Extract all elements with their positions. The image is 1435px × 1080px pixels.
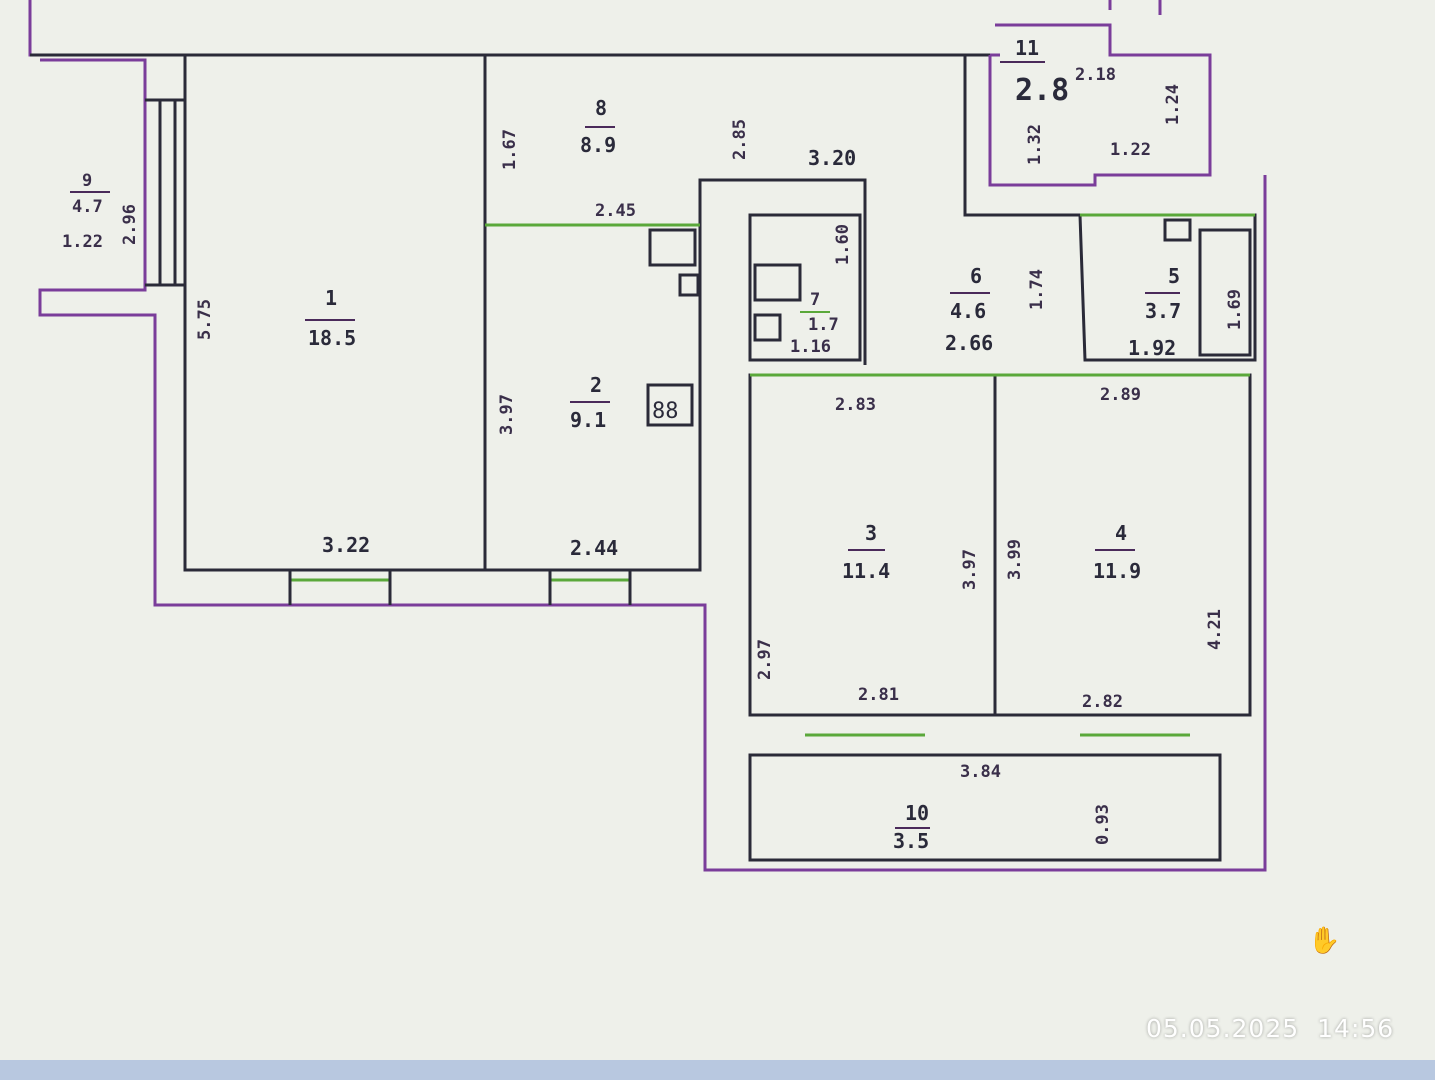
room-area: 3.7 (1145, 299, 1181, 323)
room-number: 8 (595, 96, 607, 120)
room-8: 8 8.9 1.67 2.45 2.85 (500, 96, 750, 221)
room-dim: 2.45 (595, 201, 636, 221)
room-area: 4.7 (72, 197, 103, 217)
room-dim: 2.85 (730, 119, 750, 160)
room-dim: 2.66 (945, 331, 993, 355)
room-number: 2 (590, 373, 602, 397)
room-area: 11.9 (1093, 559, 1141, 583)
room-11: 11 2.8 2.18 1.22 1.32 1.24 (1000, 36, 1183, 165)
washbasin-icon (1163, 218, 1192, 242)
room-4: 4 11.9 2.89 3.99 4.21 2.82 (1005, 385, 1225, 712)
room-dim: 1.92 (1128, 336, 1176, 360)
room-number: 5 (1168, 264, 1180, 288)
room-dim: 2.83 (835, 395, 876, 415)
room-7: 7 1.7 1.16 1.60 (790, 224, 853, 357)
room-number: 9 (82, 171, 92, 191)
room-dim: 1.16 (790, 337, 831, 357)
room-area: 3.5 (893, 829, 929, 853)
room-dim: 1.22 (1110, 140, 1151, 160)
stove-label: 88 (652, 399, 679, 424)
room-area: 2.8 (1015, 73, 1069, 108)
room-dim: 0.93 (1093, 804, 1113, 845)
room-10: 10 3.5 3.84 0.93 (893, 762, 1113, 853)
walls (28, 0, 1267, 872)
room-dim: 1.60 (833, 224, 853, 265)
room-number: 1 (325, 286, 337, 310)
room-area: 18.5 (308, 326, 356, 350)
room-dim: 3.97 (497, 394, 517, 435)
room-dim: 1.69 (1225, 289, 1245, 330)
room-dim: 2.89 (1100, 385, 1141, 405)
room-dim: 2.96 (120, 204, 140, 245)
room-dim: 1.22 (62, 232, 103, 252)
stove-icon (646, 383, 694, 427)
room-dim: 2.44 (570, 536, 618, 560)
room-area: 11.4 (842, 559, 890, 583)
counter-icon (678, 273, 700, 297)
screen-taskbar (0, 1060, 1435, 1080)
corridor-dim: 3.20 (808, 146, 856, 170)
room-dim: 1.24 (1163, 84, 1183, 125)
room-dim: 2.18 (1075, 65, 1116, 85)
room-dim: 1.32 (1025, 124, 1045, 165)
room-6: 6 4.6 2.66 1.74 (945, 264, 1047, 355)
room-dim: 3.97 (960, 549, 980, 590)
room-number: 10 (905, 801, 929, 825)
timestamp-date: 05.05.2025 (1146, 1014, 1300, 1043)
timestamp-time: 14:56 (1317, 1014, 1395, 1043)
room-dim: 3.99 (1005, 539, 1025, 580)
room-number: 4 (1115, 521, 1127, 545)
room-3: 3 11.4 2.83 3.97 2.97 2.81 (755, 395, 980, 705)
room-number: 3 (865, 521, 877, 545)
kitchen-sink-icon (648, 228, 697, 267)
hand-cursor-icon: ✋ (1308, 926, 1341, 956)
fixtures: 88 (646, 218, 1192, 427)
sink-icon (753, 313, 782, 342)
photo-timestamp: 05.05.2025 14:56 (1146, 1014, 1412, 1043)
room-area: 9.1 (570, 408, 606, 432)
room-2: 2 9.1 3.97 2.44 (497, 373, 618, 560)
room-number: 7 (810, 290, 820, 310)
room-dim: 3.22 (322, 533, 370, 557)
room-area: 1.7 (808, 315, 839, 335)
room-dim: 2.97 (755, 639, 775, 680)
room-area: 8.9 (580, 133, 616, 157)
room-number: 11 (1015, 36, 1039, 60)
room-dim: 3.84 (960, 762, 1001, 782)
room-number: 6 (970, 264, 982, 288)
room-area: 4.6 (950, 299, 986, 323)
room-dim: 2.82 (1082, 692, 1123, 712)
room-dim: 1.74 (1027, 269, 1047, 310)
room-5: 5 3.7 1.92 1.69 (1128, 264, 1245, 360)
room-dim: 2.81 (858, 685, 899, 705)
room-1: 1 18.5 5.75 3.22 (195, 286, 370, 557)
room-dim: 4.21 (1205, 609, 1225, 650)
room-9: 9 4.7 1.22 2.96 (62, 171, 140, 252)
room-dim: 1.67 (500, 129, 520, 170)
toilet-icon (753, 263, 802, 302)
room-dim: 5.75 (195, 299, 215, 340)
